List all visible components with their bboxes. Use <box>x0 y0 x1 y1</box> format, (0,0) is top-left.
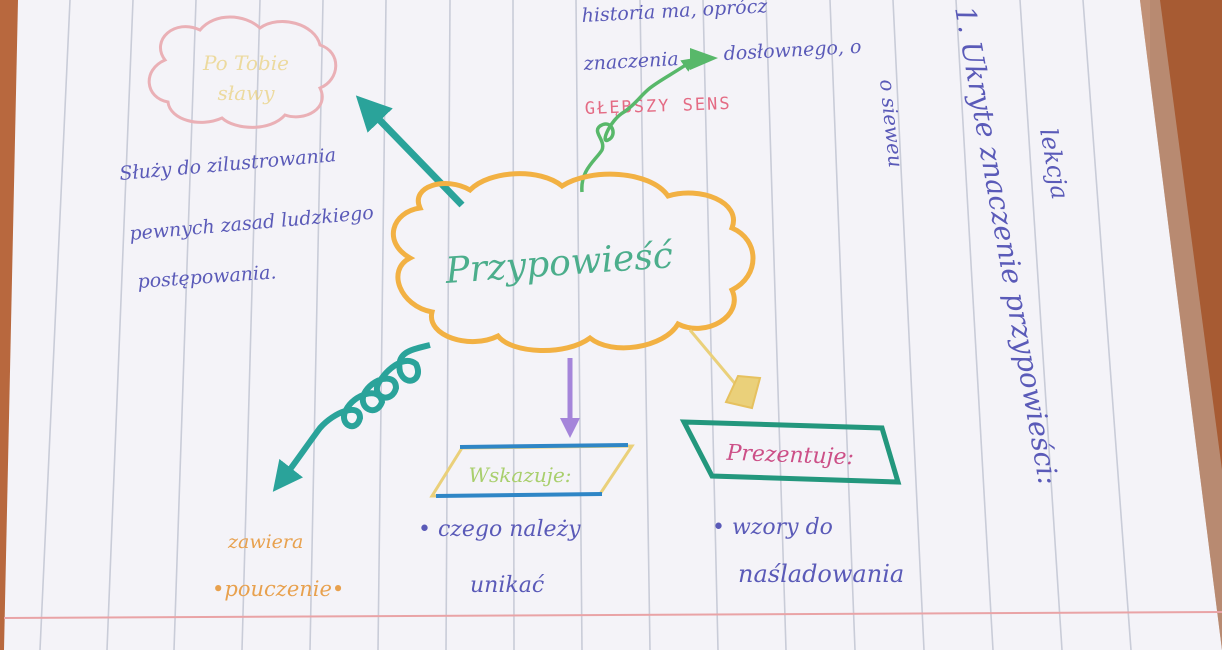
yellow-arrow-head <box>724 374 762 410</box>
wskazuje-box-top <box>459 443 629 449</box>
green-curly-arrow <box>580 57 696 193</box>
cloud-text-line-1: Po Tobie <box>202 51 289 75</box>
paper-margin-line <box>3 611 1222 619</box>
top-left-cloud <box>147 15 338 129</box>
teal-spiral-arrow <box>272 342 431 492</box>
prezentuje-item-line-1: • wzory do <box>712 515 833 540</box>
cloud-text-line-2: sławy <box>217 81 275 105</box>
top-note-line-2: znaczenia <box>582 48 679 75</box>
paper-shadow <box>1140 0 1222 650</box>
wskazuje-item-line-2: unikać <box>470 573 545 598</box>
center-cloud <box>390 171 756 354</box>
wskazuje-label: Wskazuje: <box>468 463 571 487</box>
bottom-left-line-2: •pouczenie• <box>212 577 344 601</box>
wskazuje-box-bottom <box>435 492 603 498</box>
teal-arrow-up <box>355 95 465 208</box>
prezentuje-box <box>679 419 902 485</box>
wskazuje-item-line-1: • czego należy <box>418 517 581 542</box>
bottom-left-line-1: zawiera <box>227 531 303 553</box>
prezentuje-label: Prezentuje: <box>725 441 854 470</box>
yellow-arrow <box>688 329 744 393</box>
paper-sheet <box>4 0 1222 650</box>
green-mini-arrow <box>690 48 718 70</box>
prezentuje-item-line-2: naśladowania <box>738 560 904 588</box>
